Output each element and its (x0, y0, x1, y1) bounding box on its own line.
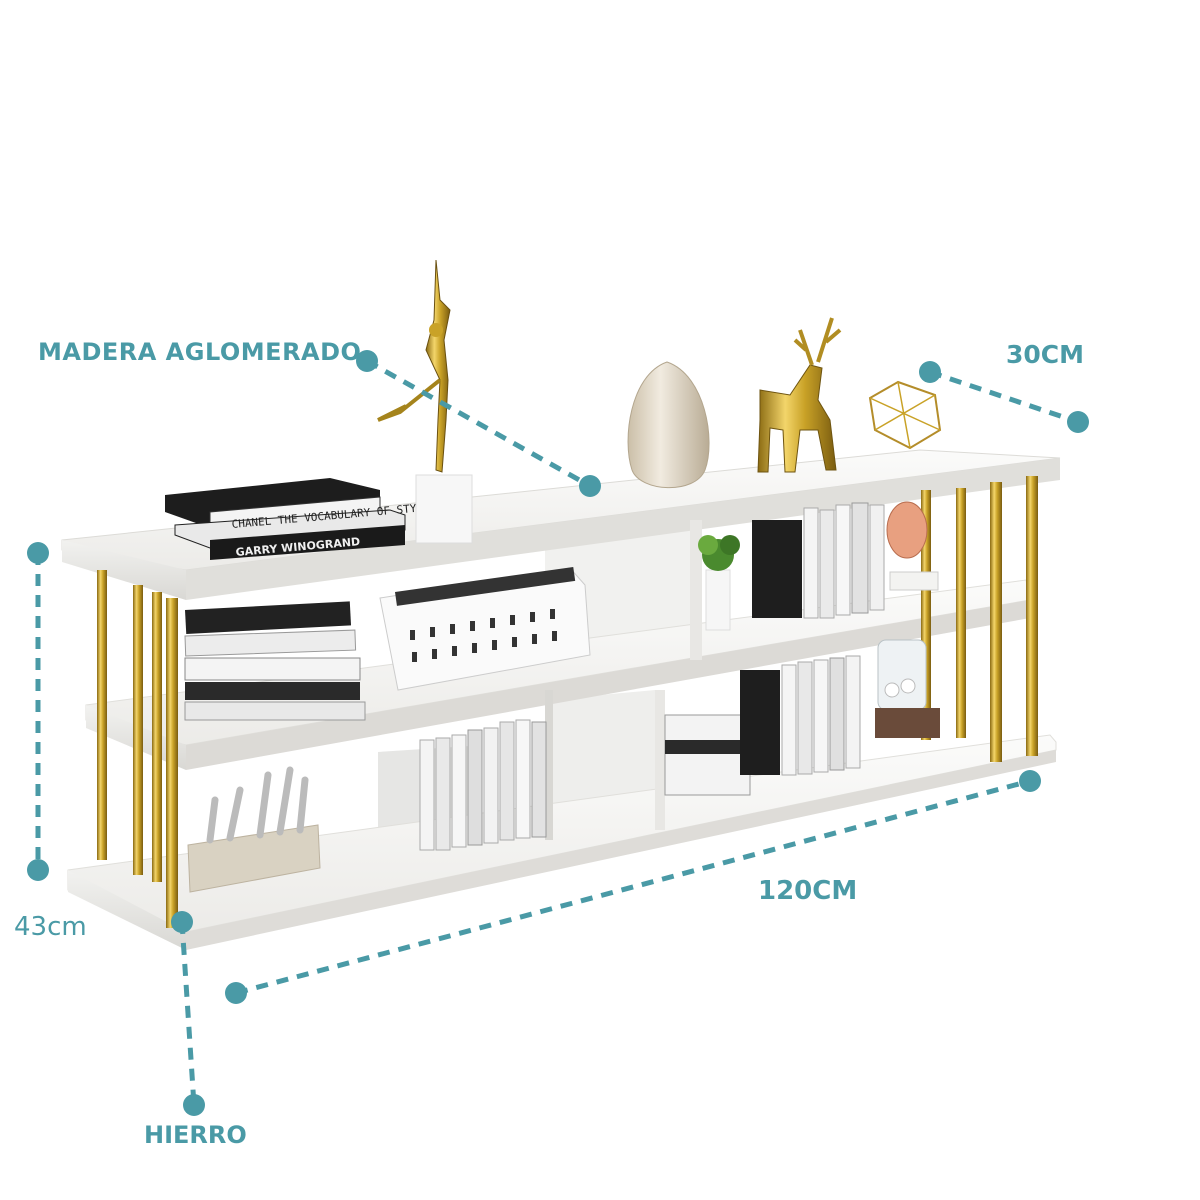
label-hierro: HIERRO (144, 1121, 247, 1149)
gold-frame-legs (97, 476, 1038, 928)
dimension-markers (27, 350, 1089, 1116)
label-height: 43cm (14, 912, 87, 942)
shell-ornament (886, 501, 939, 591)
bottom-shelf (67, 734, 1057, 950)
marker-dot-icon (183, 1094, 205, 1116)
marker-dot-icon (27, 859, 49, 881)
dimension-line-depth (929, 369, 1079, 425)
marker-dot-icon (27, 542, 49, 564)
desk-calendar (379, 566, 591, 691)
label-madera-aglomerado: MADERA AGLOMERADO (38, 338, 362, 366)
geometric-ornament (868, 380, 942, 450)
hands-sculpture (187, 766, 321, 893)
dimension-line-width (235, 778, 1031, 996)
books-upper-right (752, 502, 885, 619)
dimension-annotations (35, 358, 1079, 1106)
marker-dot-icon (919, 361, 941, 383)
leader-line-hierro (179, 921, 197, 1106)
gold-deer (757, 317, 842, 473)
marker-dot-icon (171, 911, 193, 933)
books-lower-middle (419, 719, 547, 851)
marker-dot-icon (1019, 770, 1041, 792)
marker-dot-icon (356, 350, 378, 372)
potted-plant (698, 535, 740, 631)
marker-dot-icon (1067, 411, 1089, 433)
label-width: 120CM (758, 876, 858, 906)
books-middle-left (184, 601, 366, 721)
books-top-left: CHANEL THE VOCABULARY OF STYLE GARRY WIN… (165, 478, 430, 560)
leader-line-madera (365, 358, 592, 489)
books-lower-right (664, 639, 940, 796)
shelf-dividers (545, 520, 702, 840)
label-depth: 30CM (1006, 340, 1085, 369)
marker-dot-icon (579, 475, 601, 497)
dancer-statue (377, 259, 473, 544)
vase (627, 361, 710, 489)
marker-dot-icon (225, 982, 247, 1004)
